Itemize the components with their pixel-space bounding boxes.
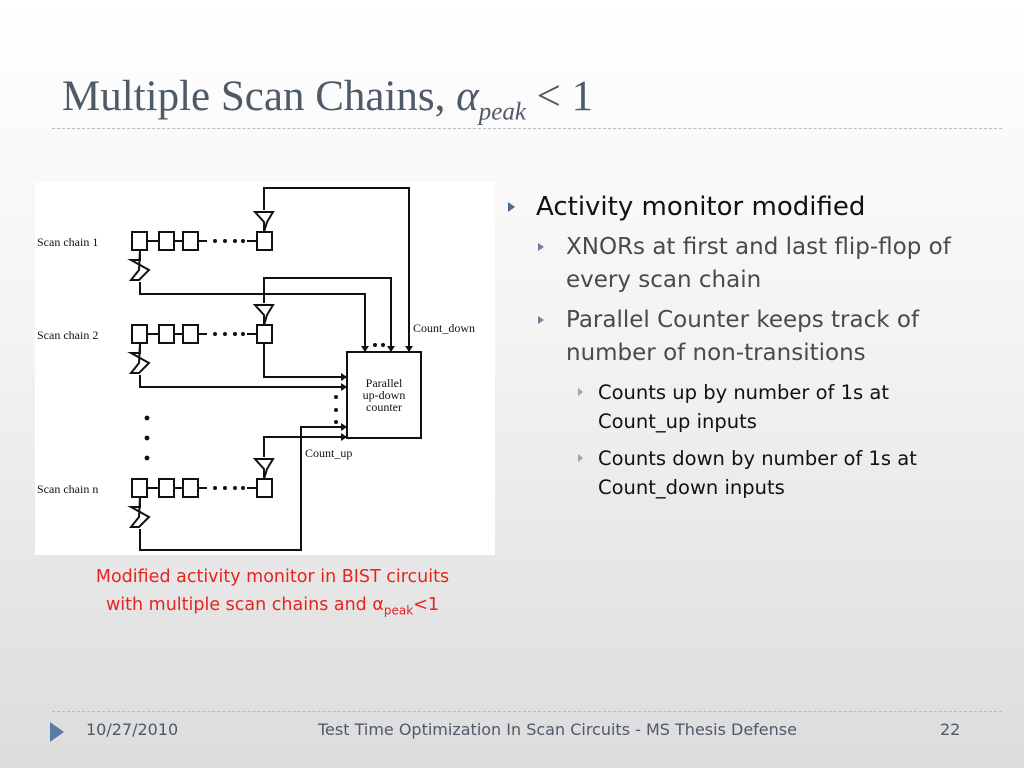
count-up-label: Count_up: [305, 446, 352, 460]
bullet-arrow-icon: [508, 202, 515, 212]
caption-line-2-prefix: with multiple scan chains and α: [105, 595, 384, 615]
counter-label-line1: Parallel: [366, 376, 403, 390]
bullet-list: Activity monitor modified XNORs at first…: [508, 190, 978, 502]
bullet-level3-counts-up-text: Counts up by number of 1s at Count_up in…: [598, 381, 889, 433]
xnor-first-n: [127, 496, 151, 528]
flip-flop-1a: [131, 231, 148, 251]
flip-flop-1c: [182, 231, 199, 251]
bullet-level3-counts-up: Counts up by number of 1s at Count_up in…: [508, 378, 978, 436]
flip-flop-2a: [131, 324, 148, 344]
caption-line-2-sub: peak: [383, 603, 414, 618]
counter-label-line2: up-down: [363, 388, 406, 402]
bullet-arrow-icon: [538, 243, 544, 251]
scan-chain-n-label: Scan chain n: [37, 482, 98, 496]
flip-flop-nd: [256, 478, 273, 498]
footer-triangle-icon: [50, 722, 64, 742]
xnor-last-1: [252, 211, 275, 233]
flip-flop-1b: [158, 231, 175, 251]
flip-flop-2b: [158, 324, 175, 344]
bullet-level2-xnors-text: XNORs at first and last flip-flop of eve…: [566, 234, 951, 293]
title-rest: < 1: [525, 73, 594, 120]
flip-flop-2d: [256, 324, 273, 344]
bullet-level1: Activity monitor modified: [508, 190, 978, 224]
bullet-level2-xnors: XNORs at first and last flip-flop of eve…: [508, 231, 978, 297]
caption-line-1: Modified activity monitor in BIST circui…: [95, 567, 450, 587]
footer-divider: [52, 711, 1002, 712]
bullet-level1-text: Activity monitor modified: [536, 192, 866, 222]
flip-flop-1d: [256, 231, 273, 251]
xnor-last-2: [252, 304, 275, 326]
footer-page-number: 22: [940, 720, 961, 739]
caption-line-2-suffix: <1: [413, 595, 440, 615]
parallel-counter-box: [346, 351, 422, 439]
scan-chain-2-label: Scan chain 2: [37, 328, 98, 342]
footer-date: 10/27/2010: [86, 720, 179, 739]
count-down-label: Count_down: [413, 321, 475, 335]
figure-caption: Modified activity monitor in BIST circui…: [35, 563, 510, 625]
title-divider: [52, 128, 1002, 129]
xnor-first-2: [127, 342, 151, 374]
flip-flop-2c: [182, 324, 199, 344]
xnor-last-n: [252, 458, 275, 480]
flip-flop-nb: [158, 478, 175, 498]
bullet-level3-counts-down-text: Counts down by number of 1s at Count_dow…: [598, 447, 917, 499]
counter-label-line3: counter: [366, 400, 402, 414]
footer-title: Test Time Optimization In Scan Circuits …: [318, 720, 797, 739]
caption-line-2: with multiple scan chains and αpeak<1: [35, 591, 510, 625]
bullet-level2-counter-text: Parallel Counter keeps track of number o…: [566, 307, 920, 366]
slide-title: Multiple Scan Chains, αpeak < 1: [62, 72, 593, 127]
title-sub: peak: [478, 98, 526, 126]
bullet-level3-counts-down: Counts down by number of 1s at Count_dow…: [508, 444, 978, 502]
xnor-first-1: [127, 249, 151, 281]
bullet-level2-counter: Parallel Counter keeps track of number o…: [508, 304, 978, 370]
title-alpha: α: [456, 73, 479, 120]
scan-chain-1-label: Scan chain 1: [37, 235, 98, 249]
flip-flop-na: [131, 478, 148, 498]
bullet-arrow-icon: [578, 454, 583, 462]
circuit-diagram: Scan chain 1 Scan chain 2 Scan chain n C…: [37, 187, 475, 551]
circuit-figure: Scan chain 1 Scan chain 2 Scan chain n C…: [35, 182, 495, 555]
bullet-arrow-icon: [578, 388, 583, 396]
flip-flop-nc: [182, 478, 199, 498]
title-main: Multiple Scan Chains,: [62, 73, 457, 120]
bullet-arrow-icon: [538, 316, 544, 324]
